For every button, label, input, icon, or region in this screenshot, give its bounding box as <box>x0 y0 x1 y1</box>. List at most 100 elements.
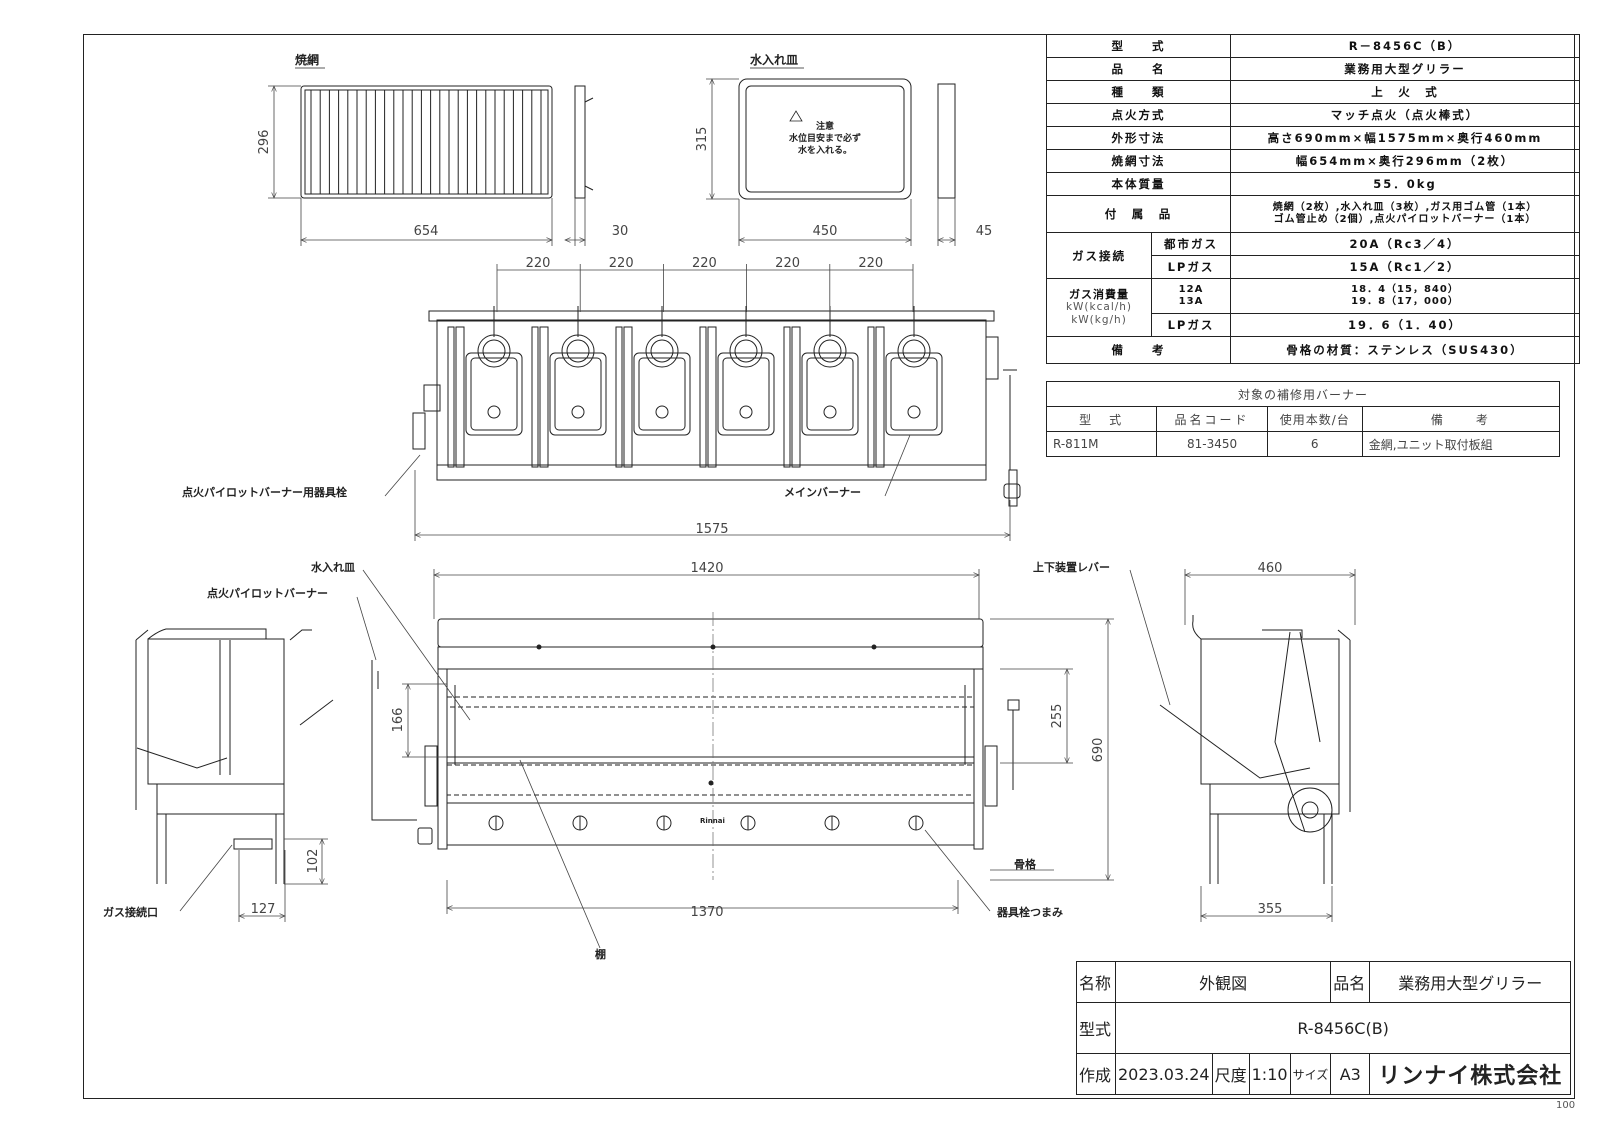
company-logo: リンナイ株式会社 <box>1369 1053 1572 1095</box>
model-value: R-8456C(B) <box>1114 1002 1572 1054</box>
spec-row: 品 名業務用大型グリラー <box>1046 57 1580 81</box>
spec-value: 15A（Rc1／2） <box>1230 255 1580 279</box>
spec-value: 20A（Rc3／4） <box>1230 232 1580 256</box>
dim-net-side: 30 <box>612 224 629 239</box>
label-water-tray-front: 水入れ皿 <box>311 560 355 574</box>
dim-h690: 690 <box>1091 738 1106 763</box>
created-label: 作成 <box>1076 1053 1116 1095</box>
dim-net-w: 654 <box>414 224 439 239</box>
spec-row-consumption-lp: LPガス 19．6（1．40） <box>1047 313 1580 337</box>
label-valve-knob: 器具栓つまみ <box>996 905 1063 919</box>
spec-label: 品 名 <box>1046 57 1231 81</box>
spec-sublabel: 都市ガス <box>1151 232 1231 256</box>
dim-pitch: 220 <box>526 256 551 271</box>
spec-row: 外形寸法高さ690mm×幅1575mm×奥行460mm <box>1046 126 1580 150</box>
header-cell: 品名コード <box>1156 406 1268 432</box>
dim-side-base: 355 <box>1258 902 1283 917</box>
label-frame: 骨格 <box>1014 857 1037 871</box>
spec-value: マッチ点火（点火棒式） <box>1230 103 1580 127</box>
dim-pitch: 220 <box>692 256 717 271</box>
spec-value: 幅654mm×奥行296mm（2枚） <box>1230 149 1580 173</box>
label-pilot-valve: 点火パイロットバーナー用器具栓 <box>182 485 347 499</box>
label-lift-lever: 上下装置レバー <box>1033 560 1110 574</box>
brand-mark: Rinnai <box>700 817 725 825</box>
size-value: A3 <box>1330 1053 1371 1095</box>
spec-value: 18．4（15，840）19．8（17，000） <box>1230 278 1580 314</box>
spec-row-gas-lp: LPガス 15A（Rc1／2） <box>1047 255 1580 279</box>
header-cell: 使用本数/台 <box>1266 406 1363 432</box>
dim-h255: 255 <box>1050 704 1065 729</box>
scale-value: 1:10 <box>1248 1053 1291 1095</box>
caution-line2: 水を入れる。 <box>798 144 852 156</box>
dim-left-h: 102 <box>306 849 321 874</box>
spec-label: 本体質量 <box>1046 172 1231 196</box>
spec-value: 55．0kg <box>1230 172 1580 196</box>
label-main-burner: メインバーナー <box>784 486 861 499</box>
burner-table-caption: 対象の補修用バーナー <box>1046 381 1560 407</box>
scale-label: 尺度 <box>1211 1053 1250 1095</box>
spec-label: 付 属 品 <box>1046 195 1231 233</box>
dim-total-w: 1575 <box>695 522 728 537</box>
label-grill-net: 焼網 <box>295 52 319 67</box>
dim-tray-w: 450 <box>813 224 838 239</box>
spec-value: 高さ690mm×幅1575mm×奥行460mm <box>1230 126 1580 150</box>
grill-front-view <box>371 612 1020 880</box>
dim-left-base: 127 <box>251 902 276 917</box>
spec-row: 焼網寸法幅654mm×奥行296mm（2枚） <box>1046 149 1580 173</box>
label-pilot-burner: 点火パイロットバーナー <box>207 586 328 600</box>
spec-label: 備 考 <box>1046 336 1231 364</box>
water-tray-view <box>738 78 956 200</box>
dim-pitch: 220 <box>858 256 883 271</box>
header-cell: 備 考 <box>1361 406 1561 432</box>
grill-right-side-view <box>1159 615 1351 884</box>
created-value: 2023.03.24 <box>1115 1053 1213 1095</box>
spec-label: 型 式 <box>1046 34 1231 58</box>
dim-tray-side: 45 <box>976 224 993 239</box>
dim-front-inner: 1370 <box>690 905 723 920</box>
table-cell: 金網,ユニット取付板組 <box>1361 431 1561 457</box>
table-cell: 81-3450 <box>1156 431 1268 457</box>
header-cell: 型 式 <box>1045 406 1158 432</box>
dim-side-d: 460 <box>1258 561 1283 576</box>
label-shelf: 棚 <box>595 947 606 961</box>
burner-table-header: 型 式 品名コード 使用本数/台 備 考 <box>1045 406 1561 432</box>
dim-net-d: 296 <box>257 130 272 155</box>
table-cell: 6 <box>1266 431 1363 457</box>
burner-table-row: R-811M 81-3450 6 金網,ユニット取付板組 <box>1045 431 1561 457</box>
spec-label: 点火方式 <box>1046 103 1231 127</box>
grill-top-view <box>412 306 1021 507</box>
product-value: 業務用大型グリラー <box>1369 961 1572 1003</box>
caution-title: 注意 <box>816 120 834 132</box>
caution-line1: 水位目安まで必ず <box>789 132 861 144</box>
spec-value: 焼網（2枚）,水入れ皿（3枚）,ガス用ゴム管（1本）ゴム管止め（2個）,点火パイ… <box>1230 195 1580 233</box>
spec-row-gas-city: ガス接続 都市ガス 20A（Rc3／4） <box>1046 232 1580 279</box>
label-water-tray: 水入れ皿 <box>750 52 798 67</box>
product-label: 品名 <box>1330 961 1371 1003</box>
spec-sublabel: LPガス <box>1151 313 1231 337</box>
spec-label: ガス接続 <box>1046 232 1152 279</box>
spec-row-accessories: 付 属 品 焼網（2枚）,水入れ皿（3枚）,ガス用ゴム管（1本）ゴム管止め（2個… <box>1046 195 1580 233</box>
spec-label: 種 類 <box>1046 80 1231 104</box>
table-cell: R-811M <box>1045 431 1158 457</box>
dim-pitch: 220 <box>609 256 634 271</box>
spec-value: R－8456C（B） <box>1230 34 1580 58</box>
spec-row-remarks: 備 考 骨格の材質：ステンレス（SUS430） <box>1046 336 1580 364</box>
name-value: 外観図 <box>1114 961 1332 1003</box>
drawing-frame <box>83 34 1575 1099</box>
size-label: サイズ <box>1289 1053 1332 1095</box>
dim-front-w: 1420 <box>690 561 723 576</box>
spec-value: 上 火 式 <box>1230 80 1580 104</box>
spec-row: 点火方式マッチ点火（点火棒式） <box>1046 103 1580 127</box>
title-block: 名称 外観図 品名 業務用大型グリラー 型式 R-8456C(B) 作成 202… <box>1076 961 1572 1095</box>
dim-tray-d: 315 <box>695 127 710 152</box>
spec-sublabel: LPガス <box>1151 255 1231 279</box>
grill-left-side-view <box>135 628 334 884</box>
grill-net-view <box>300 85 594 199</box>
spec-label: 焼網寸法 <box>1046 149 1231 173</box>
